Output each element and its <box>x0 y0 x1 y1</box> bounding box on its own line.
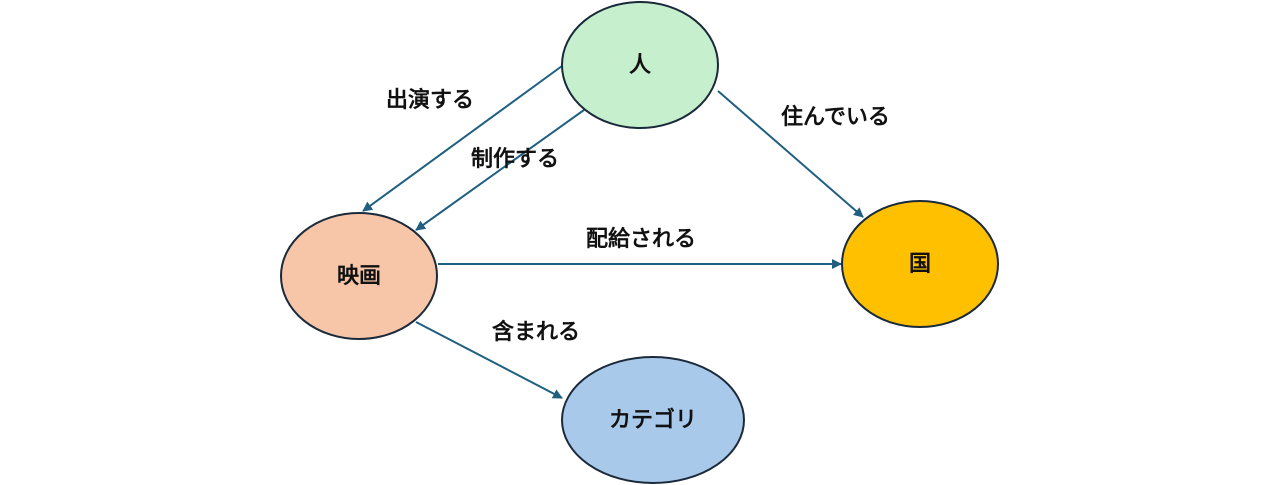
edge-produces <box>415 109 585 231</box>
node-country: 国 <box>841 200 999 328</box>
edge-lives-in <box>717 90 864 218</box>
edge-label-lives-in: 住んでいる <box>781 104 890 130</box>
node-movie-shape <box>280 212 438 340</box>
edge-labels: 出演する 制作する 住んでいる 配給される 含まれる <box>386 87 890 345</box>
edge-label-produces: 制作する <box>471 147 559 172</box>
edge-label-distributed-in: 配給される <box>586 226 696 252</box>
node-category: カテゴリ <box>561 356 745 484</box>
node-person-shape <box>561 1 719 129</box>
node-movie: 映画 <box>280 212 438 340</box>
edges <box>362 65 864 399</box>
node-country-label: 国 <box>909 252 931 277</box>
edge-contained-in <box>415 321 563 399</box>
edge-label-appears-in: 出演する <box>386 87 474 113</box>
node-category-shape <box>561 356 745 484</box>
node-movie-label: 映画 <box>337 264 381 289</box>
node-person: 人 <box>561 1 719 129</box>
edge-label-contained-in: 含まれる <box>492 319 580 345</box>
node-person-label: 人 <box>629 53 651 78</box>
edge-appears-in <box>362 65 563 212</box>
node-category-label: カテゴリ <box>609 407 697 433</box>
node-country-shape <box>841 200 999 328</box>
